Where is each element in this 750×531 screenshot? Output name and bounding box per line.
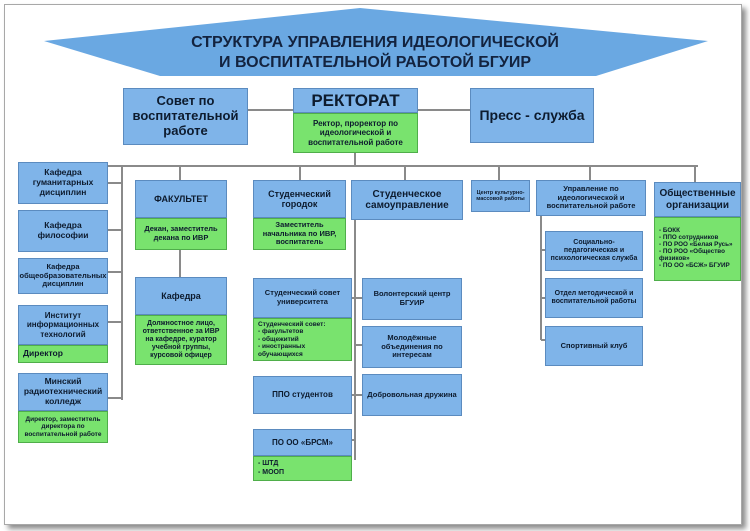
culture-box: Центр культурно-массовой работы [471,180,530,212]
public-org-item: - ПО РОО «Белая Русь» [659,241,733,249]
ppo-students-box: ППО студентов [253,376,352,414]
brsm-sub-1: - ШТД [258,460,279,468]
student-council-sub-box: Студенческий совет: - факультетов - обще… [253,318,352,361]
sport-club-box: Спортивный клуб [545,326,643,366]
title-roof [44,8,708,76]
student-council-sub-1: Студенческий совет: [258,320,326,328]
page-title: СТРУКТУРА УПРАВЛЕНИЯ ИДЕОЛОГИЧЕСКОЙ И ВО… [130,33,620,73]
public-orgs-list: - БОКК- ППО сотрудников- ПО РОО «Белая Р… [654,217,741,281]
institute-sub-box: Директор [18,345,108,363]
public-org-item: - БОКК [659,227,680,235]
public-org-item: - ППО сотрудников [659,234,719,242]
press-box: Пресс - служба [470,88,594,143]
dept-philosophy-box: Кафедра философии [18,210,108,252]
squad-box: Добровольная дружина [362,374,462,416]
student-council-box: Студенческий совет университета [253,278,352,318]
public-org-item: - ПО ОО «БСЖ» БГУИР [659,261,730,269]
self-gov-box: Студенческое самоуправление [351,180,463,220]
student-council-sub-2: - факультетов [258,328,304,336]
title-line-2: И ВОСПИТАТЕЛЬНОЙ РАБОТОЙ БГУИР [219,54,531,71]
rectorate-box: РЕКТОРАТ [293,88,418,113]
dept-general-box: Кафедра общеобразовательных дисциплин [18,258,108,294]
public-orgs-box: Общественные организации [654,182,741,217]
student-council-sub-3: - общежитий [258,335,299,343]
title-line-1: СТРУКТУРА УПРАВЛЕНИЯ ИДЕОЛОГИЧЕСКОЙ [191,34,559,51]
college-box: Минский радиотехнический колледж [18,373,108,411]
council-box: Совет по воспитательной работе [123,88,248,145]
volunteer-box: Волонтерский центр БГУИР [362,278,462,320]
brsm-sub-box: - ШТД - МООП [253,456,352,481]
institute-box: Институт информационных технологий [18,305,108,345]
public-org-item: - ПО РОО «Общество физиков» [659,248,725,262]
college-sub-box: Директор, заместитель директора по воспи… [18,411,108,443]
faculty-sub-box: Декан, заместитель декана по ИВР [135,218,227,250]
youth-box: Молодёжные объединения по интересам [362,326,462,368]
brsm-box: ПО ОО «БРСМ» [253,429,352,456]
faculty-dept-box: Кафедра [135,277,227,315]
faculty-box: ФАКУЛЬТЕТ [135,180,227,218]
rectorate-sub-box: Ректор, проректор по идеологической и во… [293,113,418,153]
student-council-sub-4: - иностранных обучающихся [258,343,306,358]
campus-sub-box: Заместитель начальника по ИВР, воспитате… [253,218,346,250]
campus-box: Студенческий городок [253,180,346,218]
social-service-box: Социально-педагогическая и психологическ… [545,231,643,271]
faculty-dept-sub-box: Должностное лицо, ответственное за ИВР н… [135,315,227,365]
brsm-sub-2: - МООП [258,468,285,476]
method-dept-box: Отдел методической и воспитательной рабо… [545,278,643,318]
dept-humanities-box: Кафедра гуманитарных дисциплин [18,162,108,204]
management-box: Управление по идеологической и воспитате… [536,180,646,216]
